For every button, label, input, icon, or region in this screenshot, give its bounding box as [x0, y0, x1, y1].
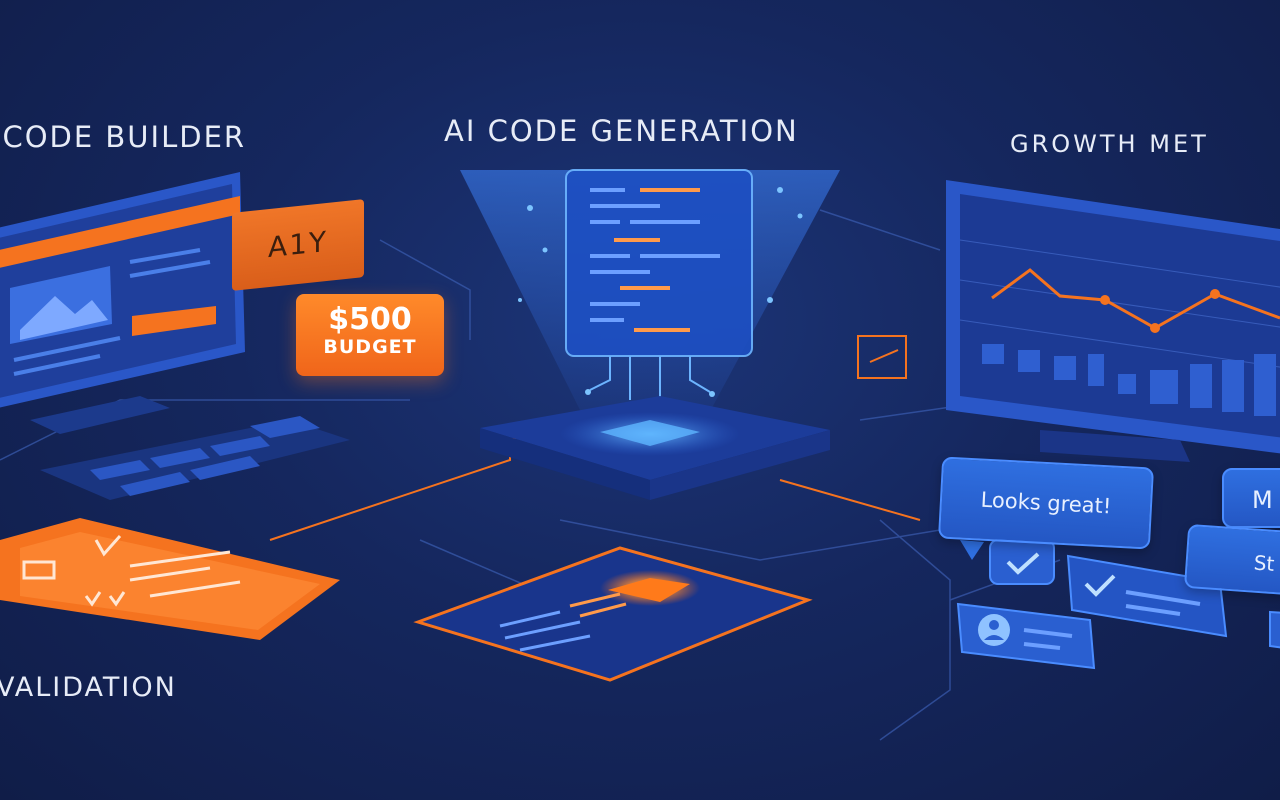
feedback-bubble-m: M — [1222, 468, 1280, 528]
budget-card: $500 BUDGET — [296, 294, 444, 376]
small-chart-tile — [857, 335, 907, 379]
validation-document — [0, 518, 340, 640]
ai-generation-heading: AI CODE GENERATION — [444, 114, 799, 148]
check-icon — [94, 535, 122, 557]
validation-heading: VALIDATION — [0, 672, 177, 703]
builder-monitor — [0, 172, 245, 434]
feedback-bubble-looks-great: Looks great! — [937, 456, 1155, 550]
ai-hologram — [460, 169, 840, 500]
mobile-device — [413, 546, 813, 682]
check-icon — [1006, 552, 1040, 575]
builder-heading: -CODE BUILDER — [0, 120, 247, 154]
image-icon — [20, 296, 108, 340]
growth-heading: GROWTH MET — [1010, 130, 1209, 158]
keyboard-tray — [40, 416, 350, 500]
circuit-lines — [0, 209, 1061, 741]
bar-chart-icon — [982, 344, 1276, 416]
budget-label: BUDGET — [323, 336, 417, 358]
rocket-icon — [608, 578, 690, 602]
feedback-cards — [956, 539, 1280, 670]
feedback-bubble-st: St — [1183, 523, 1280, 597]
growth-monitor — [946, 180, 1280, 462]
orange-tag: A1Y — [232, 199, 364, 291]
budget-amount: $500 — [328, 302, 412, 337]
